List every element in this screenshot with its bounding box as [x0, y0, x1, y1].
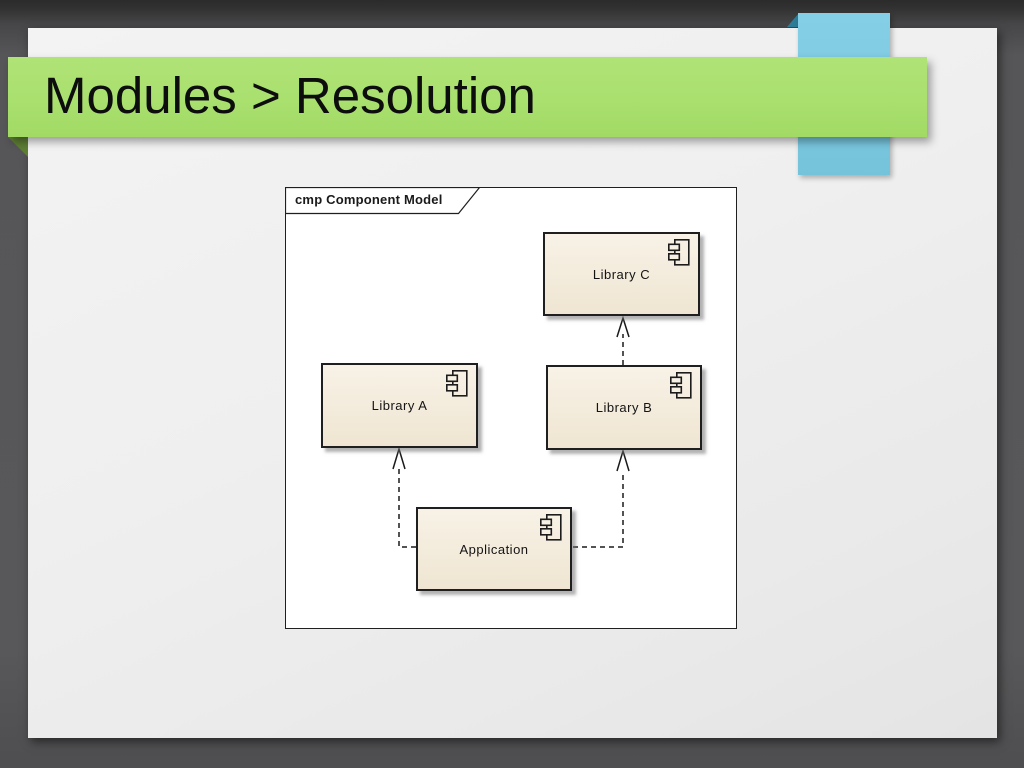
dependency-arrow-application-to-libraryA — [392, 446, 416, 548]
dependency-arrow-application-to-libraryB — [573, 448, 630, 548]
component-icon — [668, 239, 690, 266]
uml-frame-label-tab: cmp Component Model — [284, 186, 481, 215]
component-application: Application — [416, 507, 572, 591]
component-icon — [670, 372, 692, 399]
component-library-a: Library A — [321, 363, 478, 448]
title-banner: Modules > Resolution — [8, 57, 927, 137]
title-banner-fold — [8, 137, 28, 157]
component-library-c: Library C — [543, 232, 700, 316]
component-label: Library C — [592, 266, 651, 282]
uml-frame-label: cmp Component Model — [295, 192, 443, 207]
component-icon — [540, 514, 562, 541]
dependency-arrow-libraryB-to-libraryC — [616, 315, 630, 365]
uml-frame: cmp Component Model Library C Library A … — [284, 186, 737, 629]
component-label: Library A — [371, 398, 428, 413]
component-icon — [446, 370, 468, 397]
uml-frame-tab-shape — [284, 186, 481, 215]
slide-title: Modules > Resolution — [44, 67, 536, 124]
component-label: Application — [459, 541, 529, 557]
component-library-b: Library B — [546, 365, 702, 450]
component-label: Library B — [595, 400, 653, 415]
